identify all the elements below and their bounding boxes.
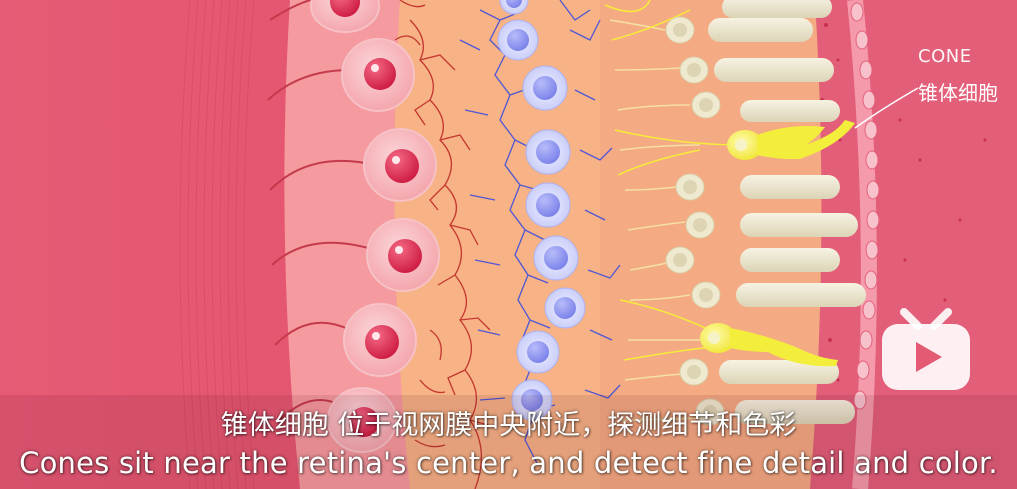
rod-cells (665, 0, 866, 426)
bipolar-cells (497, 0, 586, 421)
subtitle-chinese: 锥体细胞 位于视网膜中央附近，探测细节和色彩 (220, 410, 797, 441)
choroid-cells (850, 2, 880, 410)
subtitle-shade (0, 395, 1017, 489)
cone-pointer-line (854, 87, 919, 129)
red-dendrites (394, 0, 491, 489)
cone-label-english: CONE (918, 46, 972, 67)
fiber-lines (179, 0, 255, 489)
bilibili-tv-icon (882, 308, 970, 390)
subtitle-english: Cones sit near the retina's center, and … (19, 446, 998, 480)
photoreceptor-axons (609, 19, 706, 421)
cone-cells (700, 120, 855, 367)
ganglion-cells (310, 0, 440, 453)
ganglion-axons (267, 0, 376, 421)
cone-label-chinese: 锥体细胞 (918, 81, 998, 105)
